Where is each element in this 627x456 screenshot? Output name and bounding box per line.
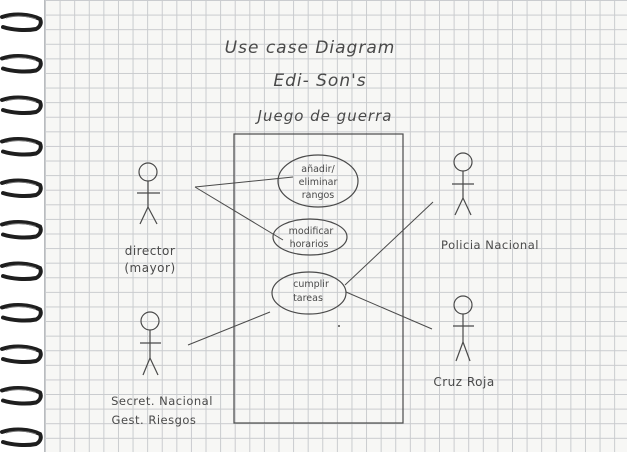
spiral-ring: [0, 344, 43, 365]
use-case-ellipse: [271, 271, 347, 315]
spiral-ring: [0, 12, 43, 33]
use-case-ellipse: [277, 154, 359, 208]
use-case-label: eliminar: [299, 177, 338, 188]
use-case-label: rangos: [302, 190, 335, 201]
diagram-title-line1: Use case Diagram: [225, 38, 396, 58]
association-director-modificar: [194, 186, 284, 241]
use-case-label: cumplir: [293, 279, 329, 290]
spiral-ring: [0, 220, 43, 240]
diagram-title-line2: Edi- Son's: [273, 71, 366, 91]
diagram-title-line3: Juego de guerra: [255, 107, 393, 125]
actor-label: director: [125, 244, 176, 258]
stick-figure-head-icon: [453, 295, 473, 315]
use-case-ellipse: [272, 218, 348, 256]
stray-ink-dot: [338, 325, 340, 327]
spiral-ring: [0, 427, 43, 448]
spiral-ring: [0, 178, 43, 199]
use-case-cumplir-tareas: cumplir tareas: [271, 271, 347, 315]
actor-director: [137, 162, 160, 225]
use-case-label: horarios: [290, 239, 329, 250]
spiral-ring: [0, 386, 43, 406]
actor-secretaria-nacional: [140, 311, 161, 376]
use-case-label: tareas: [293, 293, 323, 304]
stick-figure-head-icon: [140, 311, 160, 331]
actor-label: Cruz Roja: [433, 375, 494, 389]
association-director-anadir: [194, 176, 294, 188]
association-policia-cumplir: [344, 201, 434, 286]
use-case-modificar-horarios: modificar horarios: [272, 218, 348, 256]
use-case-anadir-eliminar-rangos: añadir/ eliminar rangos: [277, 154, 359, 208]
stick-figure-head-icon: [138, 162, 158, 182]
association-secret-cumplir: [187, 311, 271, 346]
actor-label: Policia Nacional: [441, 238, 539, 252]
system-boundary: [233, 133, 404, 424]
use-case-label: añadir/: [301, 164, 335, 175]
spiral-rings: [0, 12, 43, 448]
spiral-ring: [0, 261, 43, 282]
actor-label: Secret. Nacional: [111, 394, 213, 408]
spiral-ring: [0, 303, 43, 323]
association-cruz-cumplir: [345, 291, 433, 330]
spiral-ring: [0, 137, 43, 157]
spiral-ring: [0, 54, 43, 74]
actor-policia-nacional: [452, 152, 474, 216]
notebook-spiral-binding: [0, 0, 44, 452]
actor-cruz-roja: [453, 295, 474, 362]
actor-label: (mayor): [124, 261, 175, 275]
actor-label: Gest. Riesgos: [112, 413, 197, 427]
grid-paper: [44, 0, 627, 452]
stick-figure-head-icon: [453, 152, 473, 172]
use-case-label: modificar: [289, 226, 334, 237]
spiral-ring: [0, 95, 43, 116]
